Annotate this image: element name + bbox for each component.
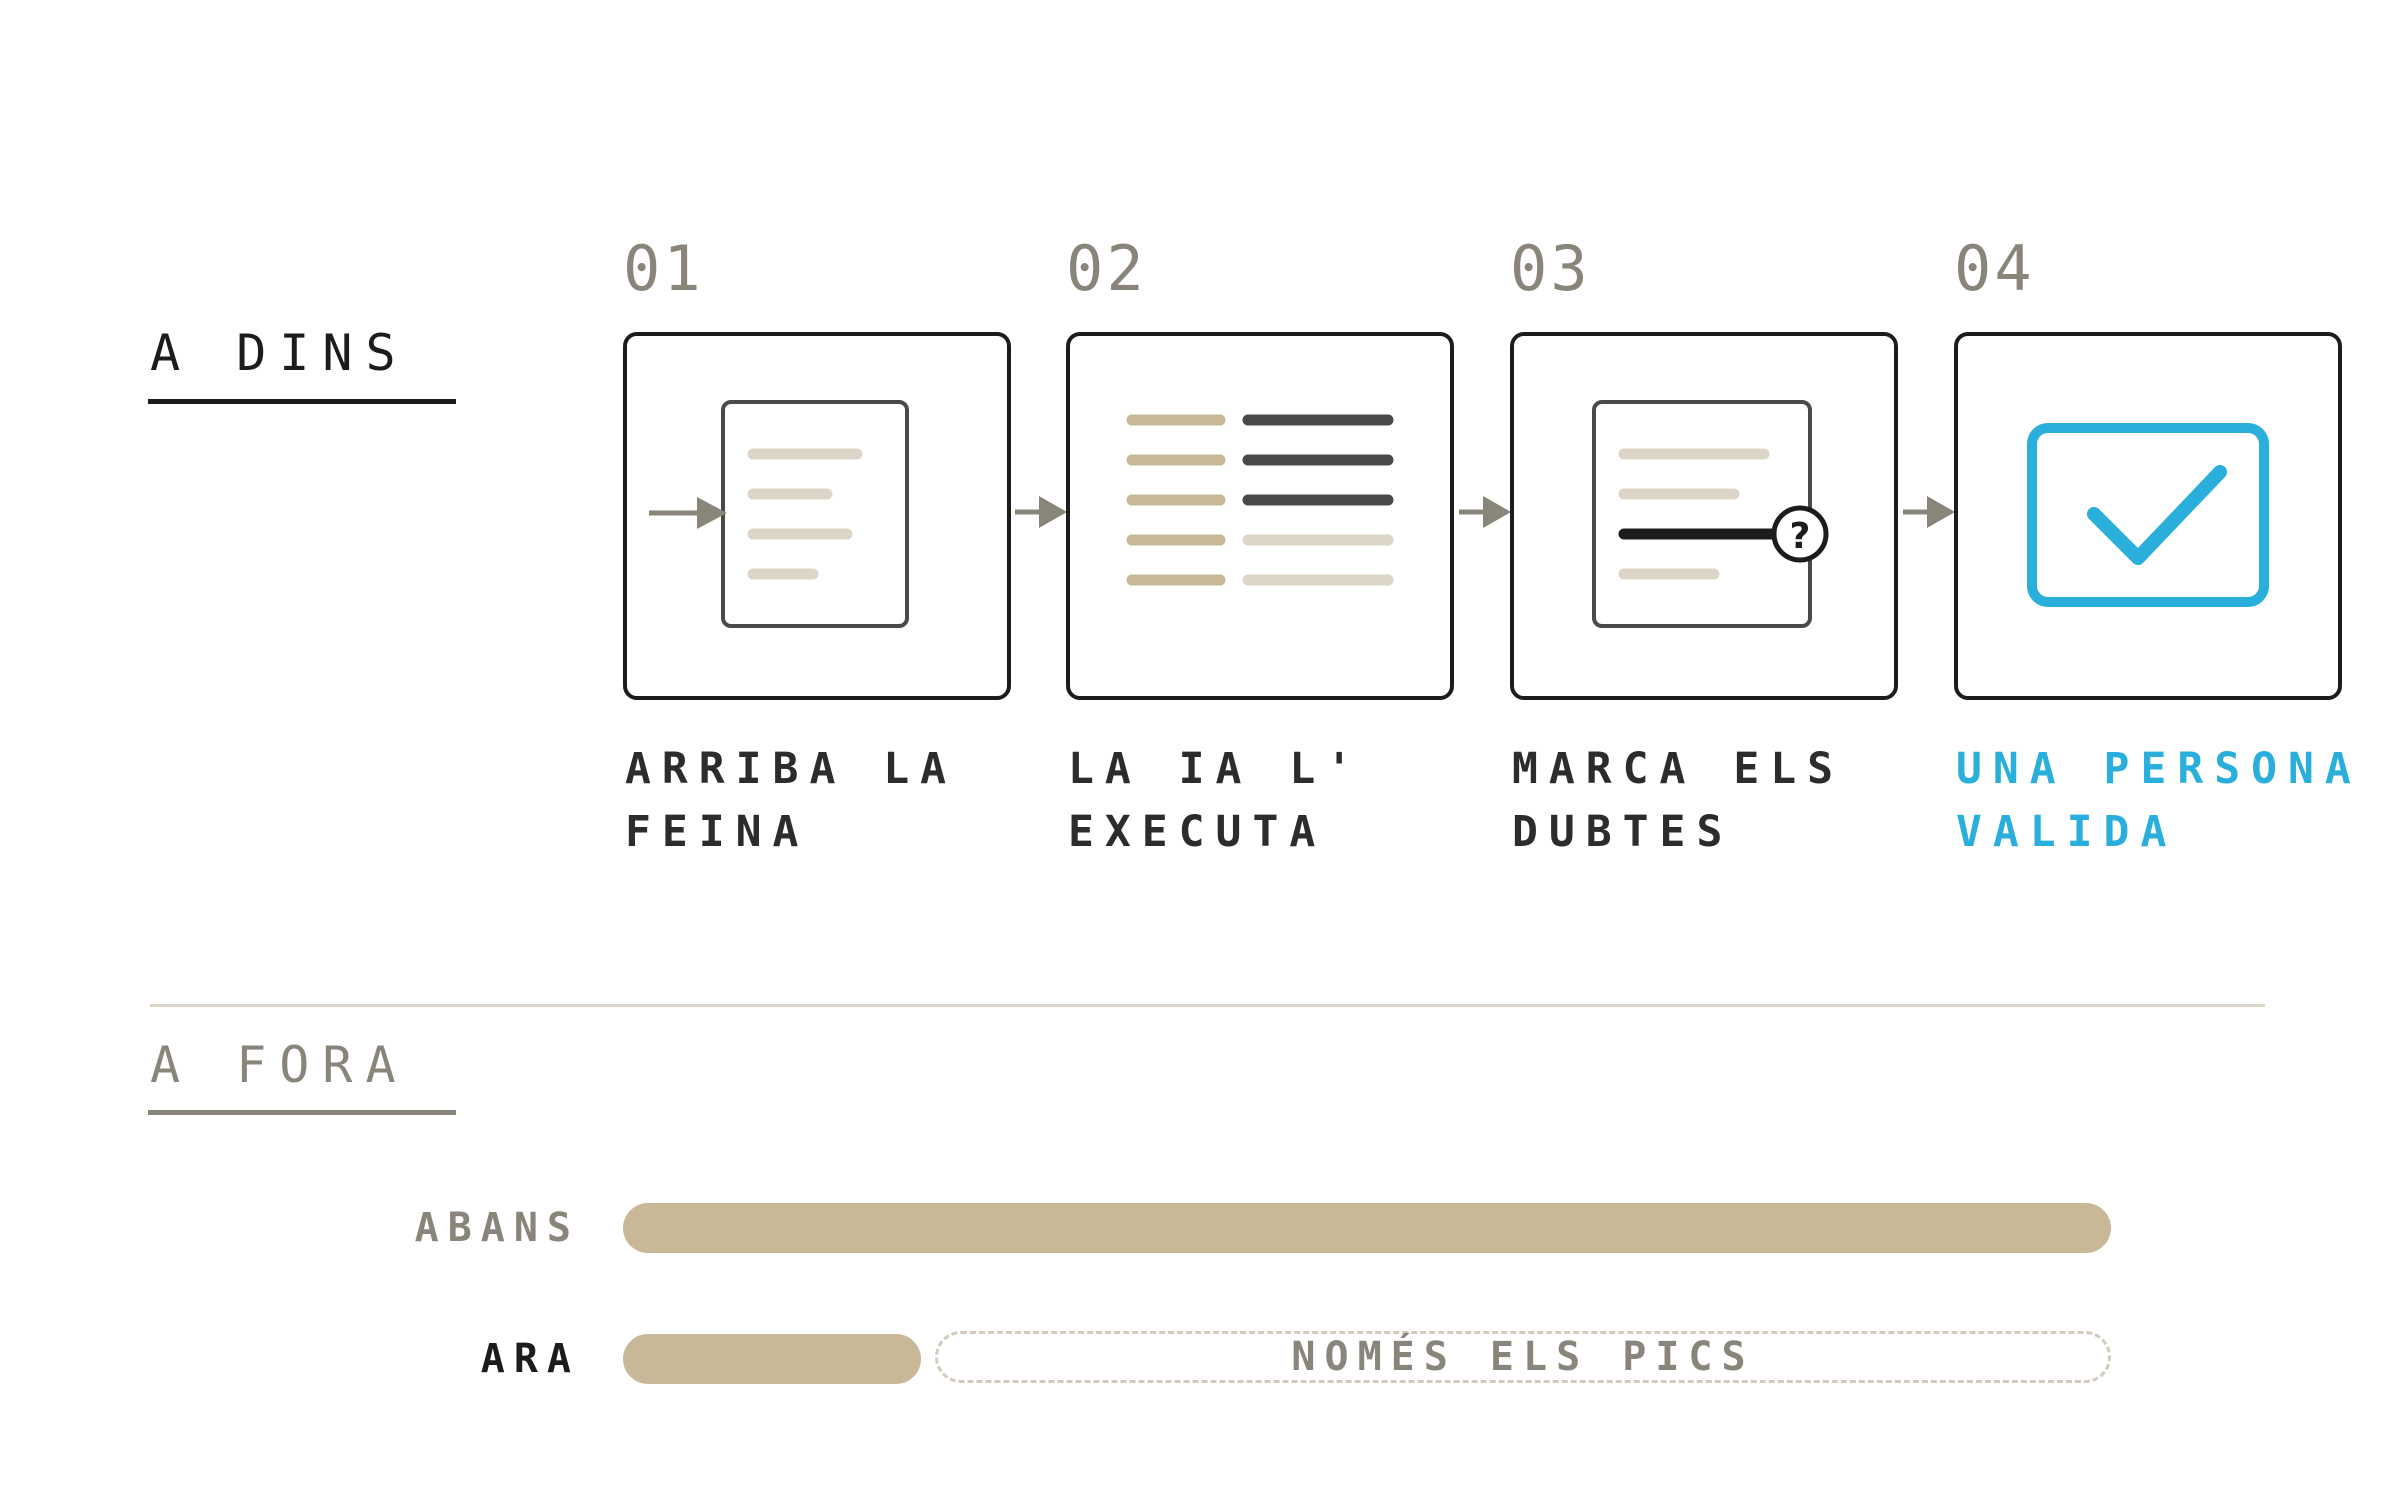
section-divider [150,1004,2265,1007]
document-question-icon: ? [1592,400,1829,628]
step-label-02-line2: EXECUTA [1068,807,1327,857]
svg-text:?: ? [1790,516,1811,557]
step-card-04 [1954,332,2342,700]
arrow-right-icon [1459,496,1511,528]
bar-label-now: ARA [480,1336,580,1382]
step-label-01-line1: ARRIBA LA [625,744,957,794]
checkbox-check-icon [2027,423,2269,607]
step-card-01 [623,332,1011,700]
section-title-outside: A FORA [150,1036,409,1094]
step-label-03-line1: MARCA ELS [1512,744,1844,794]
arrow-right-icon [1015,496,1067,528]
step-card-02 [1066,332,1454,700]
step-card-03: ? [1510,332,1898,700]
step-label-02-line1: LA IA L' [1068,744,1364,794]
step-label-01-line2: FEINA [625,807,810,857]
step-number-03: 03 [1510,232,1591,305]
step-number-01: 01 [623,232,704,305]
bar-now [623,1334,921,1384]
step-label-01: ARRIBA LA FEINA [625,738,1065,864]
processing-lines-icon [1126,414,1394,586]
step-label-03-line2: DUBTES [1512,807,1734,857]
step-label-04: UNA PERSONA VALIDA [1956,738,2396,864]
section-underline-outside [148,1110,456,1115]
step-label-03: MARCA ELS DUBTES [1512,738,1952,864]
incoming-document-icon [649,400,909,628]
section-underline-inside [148,399,456,404]
section-title-inside: A DINS [150,324,409,382]
step-number-04: 04 [1954,232,2035,305]
arrow-right-icon [1903,496,1955,528]
bar-now-remainder-label: NOMÉS ELS PICS [1291,1334,1755,1380]
step-label-04-line1: UNA PERSONA [1956,744,2362,794]
step-label-02: LA IA L' EXECUTA [1068,738,1508,864]
step-number-02: 02 [1066,232,1147,305]
bar-now-remainder: NOMÉS ELS PICS [935,1331,2111,1383]
bar-before [623,1203,2111,1253]
bar-label-before: ABANS [414,1205,580,1251]
step-label-04-line2: VALIDA [1956,807,2178,857]
